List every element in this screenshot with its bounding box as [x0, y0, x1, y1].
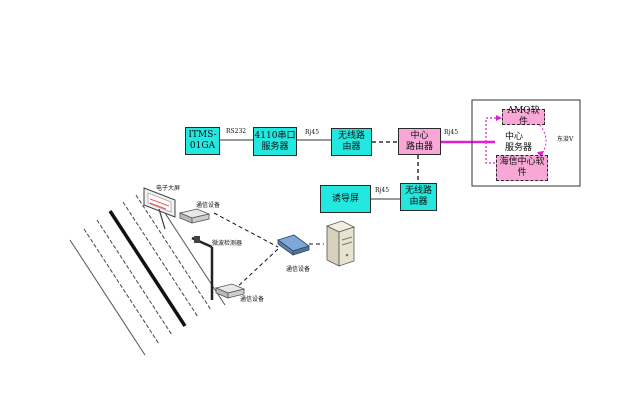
wireless-router-1-label: 无线路 由器 — [337, 131, 365, 152]
microwave-detector-label: 微波检测器 — [212, 240, 243, 247]
comm-device-2-label: 通信设备 — [240, 296, 265, 303]
amq-software-label: AMQ软件 — [507, 106, 540, 127]
wireless-router-1-box: 无线路 由器 — [331, 128, 372, 156]
hisense-software-label: 海信中心软 件 — [499, 157, 545, 178]
guide-screen-label: 诱导屏 — [331, 193, 359, 204]
itms-box: ITMS- 01GA — [185, 127, 220, 155]
center-router-box: 中心 路由器 — [398, 128, 441, 155]
comm-device-1-label: 通信设备 — [196, 202, 221, 209]
amq-software-box: AMQ软件 — [502, 106, 545, 127]
serial-server-label: 4110串口 服务器 — [254, 130, 296, 152]
serial-server-box: 4110串口 服务器 — [253, 127, 297, 156]
server-frame — [471, 99, 581, 187]
wireless-router-2-box: 无线路 由器 — [400, 183, 437, 211]
guide-screen-box: 诱导屏 — [320, 185, 371, 213]
big-screen-label: 电子大屏 — [156, 185, 181, 192]
center-server-label: 中心 服务器 — [505, 132, 533, 153]
wireless-router-2-label: 无线路 由器 — [404, 186, 432, 207]
comm-device-1-icon — [178, 208, 211, 224]
rj45-label-2: Rj45 — [444, 129, 459, 136]
center-router-label: 中心 路由器 — [405, 130, 433, 152]
hisense-software-box: 海信中心软 件 — [496, 155, 548, 181]
server-pc-icon — [325, 220, 356, 267]
itms-label: ITMS- 01GA — [188, 130, 217, 151]
dongshui-label: 东浚V — [557, 136, 574, 143]
comm-device-2-icon — [214, 283, 246, 299]
comm-device-3-icon — [277, 234, 310, 256]
microwave-detector-icon — [191, 236, 214, 300]
rj45-label-3: Rj45 — [375, 187, 390, 194]
rj45-label-1: Rj45 — [305, 129, 320, 136]
rs232-label: RS232 — [226, 128, 247, 135]
big-screen-icon — [143, 187, 176, 230]
comm-device-3-label: 通信设备 — [286, 266, 311, 273]
